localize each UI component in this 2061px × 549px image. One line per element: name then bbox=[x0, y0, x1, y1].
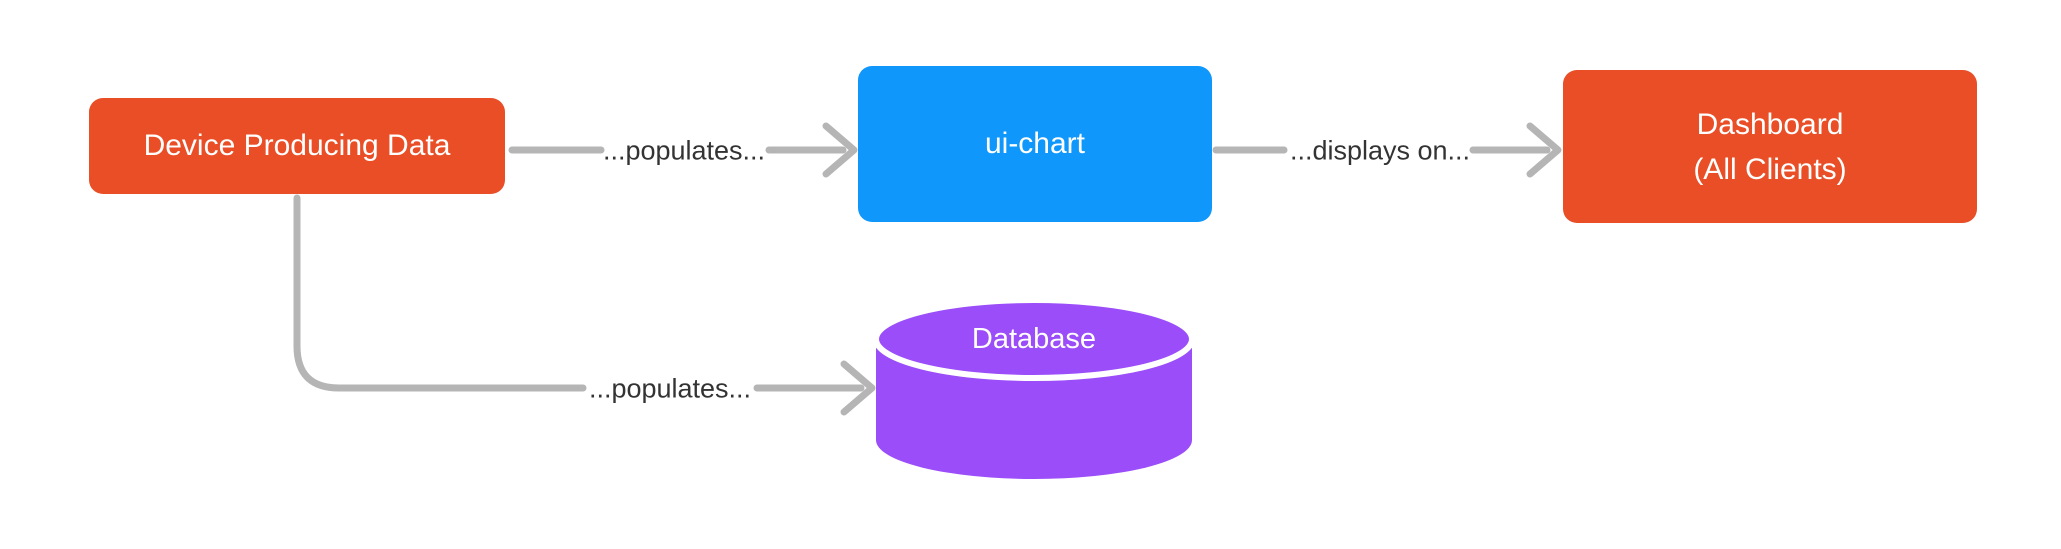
arrowhead-icon bbox=[840, 360, 876, 416]
node-label: Dashboard bbox=[1696, 107, 1844, 141]
edge-device-to-database bbox=[293, 194, 876, 416]
node-label: Device Producing Data bbox=[143, 129, 451, 162]
node-ui-chart: ui-chart bbox=[858, 66, 1212, 222]
arrowhead-icon bbox=[1526, 122, 1562, 178]
node-database-label: Database bbox=[971, 323, 1097, 355]
edge-label-displays-on: ...displays on... bbox=[1289, 135, 1471, 166]
node-dashboard-all-clients: Dashboard (All Clients) bbox=[1563, 70, 1977, 223]
node-database-cylinder bbox=[873, 297, 1195, 479]
node-device-producing-data: Device Producing Data bbox=[89, 98, 505, 194]
node-sublabel: (All Clients) bbox=[1693, 152, 1847, 186]
edge-label-populates-bottom: ...populates... bbox=[588, 373, 752, 404]
edge-label-populates-top: ...populates... bbox=[602, 135, 766, 166]
edge-uichart-to-dashboard bbox=[1212, 122, 1562, 178]
edge-device-to-uichart bbox=[508, 122, 858, 178]
node-label: ui-chart bbox=[984, 127, 1086, 160]
arrowhead-icon bbox=[822, 122, 858, 178]
cylinder-top bbox=[873, 297, 1195, 381]
